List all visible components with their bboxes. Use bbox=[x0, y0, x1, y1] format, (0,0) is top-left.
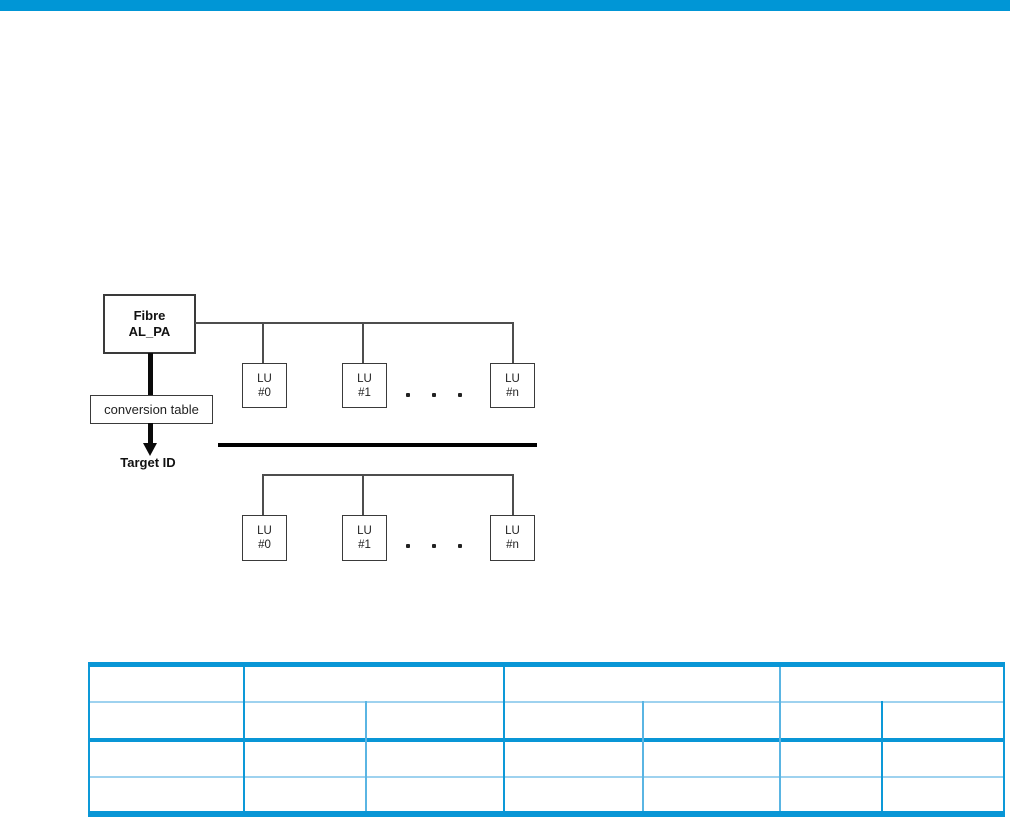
lu-label: LU bbox=[357, 525, 372, 537]
dot-icon bbox=[406, 544, 410, 548]
table-column-divider bbox=[779, 667, 781, 811]
fibre-alpa-label-line1: Fibre bbox=[133, 308, 166, 323]
conversion-table-box: conversion table bbox=[90, 395, 213, 424]
arrow-down-icon bbox=[143, 443, 157, 456]
page-accent-bar bbox=[0, 0, 1010, 11]
lu-box-bottom-1: LU #1 bbox=[342, 515, 387, 561]
lower-drop-line-1 bbox=[362, 474, 364, 515]
table-right-border bbox=[1003, 667, 1005, 811]
upper-drop-line-0 bbox=[262, 322, 264, 363]
lu-number: #n bbox=[506, 539, 519, 551]
lu-box-bottom-n: LU #n bbox=[490, 515, 535, 561]
lower-drop-line-0 bbox=[262, 474, 264, 515]
fibre-alpa-box: Fibre AL_PA bbox=[103, 294, 196, 354]
lu-box-top-0: LU #0 bbox=[242, 363, 287, 408]
table-column-divider bbox=[881, 701, 883, 811]
ellipsis-dots-top bbox=[406, 393, 462, 397]
target-id-label: Target ID bbox=[120, 455, 176, 470]
lu-number: #1 bbox=[358, 386, 371, 399]
table-mid-border bbox=[88, 738, 1005, 742]
lu-label: LU bbox=[505, 525, 520, 537]
lu-box-bottom-0: LU #0 bbox=[242, 515, 287, 561]
table-top-border bbox=[88, 662, 1005, 667]
lower-bus-line bbox=[262, 474, 513, 476]
table-column-divider bbox=[503, 667, 505, 811]
lu-box-top-n: LU #n bbox=[490, 363, 535, 408]
table-column-divider bbox=[642, 701, 644, 811]
dot-icon bbox=[406, 393, 410, 397]
conversion-table-label: conversion table bbox=[104, 401, 199, 417]
upper-drop-line-1 bbox=[362, 322, 364, 363]
table-column-divider bbox=[243, 667, 245, 811]
lu-label: LU bbox=[257, 372, 272, 385]
table-header-rule bbox=[88, 701, 1005, 703]
lu-box-top-1: LU #1 bbox=[342, 363, 387, 408]
dot-icon bbox=[432, 393, 436, 397]
lu-number: #0 bbox=[258, 386, 271, 399]
dot-icon bbox=[432, 544, 436, 548]
spec-table bbox=[88, 662, 1005, 817]
upper-bus-line bbox=[195, 322, 514, 324]
table-left-border bbox=[88, 667, 90, 811]
lu-number: #1 bbox=[358, 539, 371, 551]
dot-icon bbox=[458, 544, 462, 548]
lu-label: LU bbox=[257, 525, 272, 537]
table-column-divider bbox=[365, 701, 367, 811]
upper-drop-line-n bbox=[512, 322, 514, 363]
dot-icon bbox=[458, 393, 462, 397]
table-bottom-border bbox=[88, 811, 1005, 817]
lu-number: #0 bbox=[258, 539, 271, 551]
ellipsis-dots-bottom bbox=[406, 544, 462, 548]
fibre-alpa-label-line2: AL_PA bbox=[128, 324, 171, 339]
lu-label: LU bbox=[505, 372, 520, 385]
loop-separator-line bbox=[218, 443, 537, 447]
conversion-to-target-arrow-shaft bbox=[148, 423, 153, 444]
table-row-rule bbox=[88, 776, 1005, 778]
lu-label: LU bbox=[357, 372, 372, 385]
lower-drop-line-n bbox=[512, 474, 514, 515]
fibre-to-conversion-connector bbox=[148, 353, 153, 396]
lu-number: #n bbox=[506, 386, 519, 399]
